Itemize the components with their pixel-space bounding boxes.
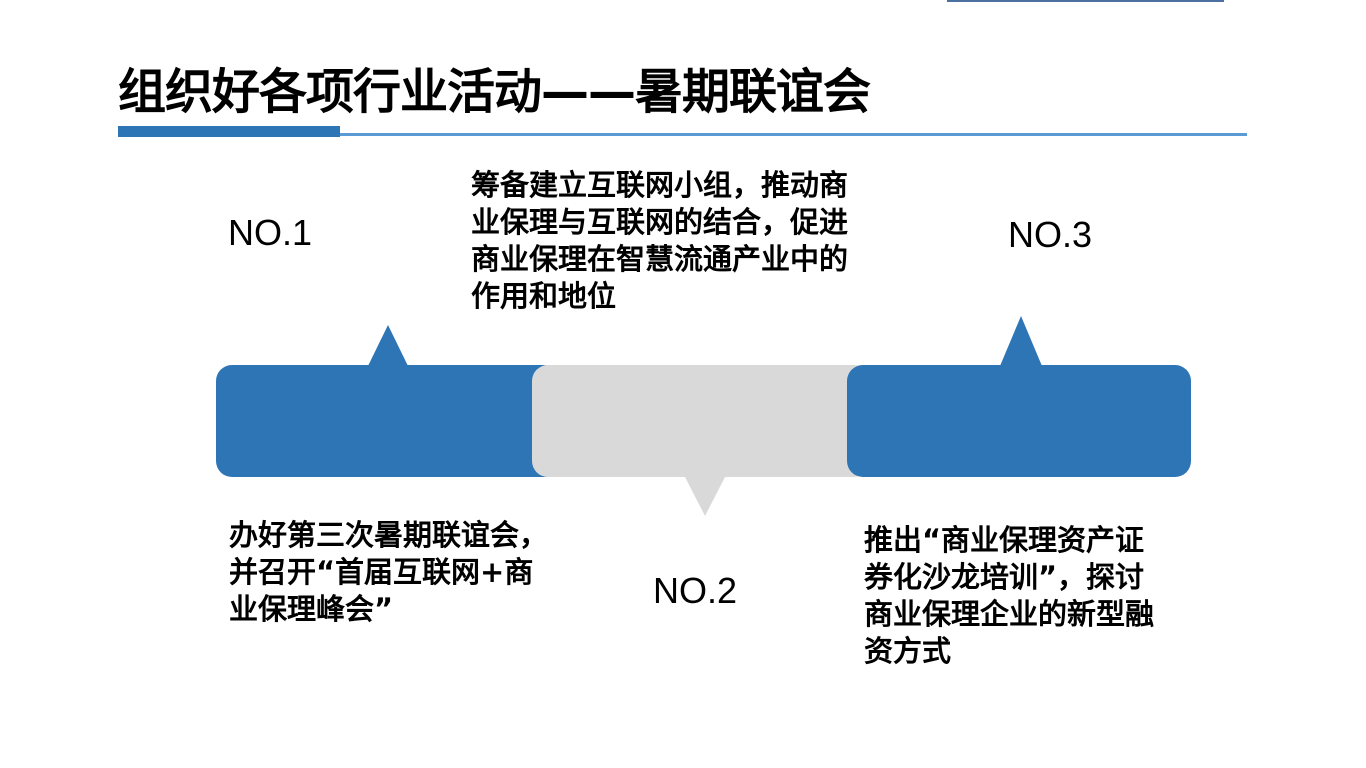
- item-2-text: 筹备建立互联网小组，推动商 业保理与互联网的结合，促进 商业保理在智慧流通产业中…: [471, 168, 849, 313]
- top-accent-line: [947, 0, 1224, 2]
- timeline-segment-3: [847, 365, 1191, 477]
- pointer-up-1: [368, 325, 408, 366]
- item-1-text: 办好第三次暑期联谊会， 并召开“首届互联网+商 业保理峰会”: [229, 518, 549, 626]
- label-no1: NO.1: [228, 212, 313, 253]
- pointer-up-3: [1000, 316, 1042, 366]
- timeline-segment-1: [216, 365, 560, 477]
- label-no3: NO.3: [1008, 214, 1093, 255]
- label-no2: NO.2: [653, 570, 738, 611]
- page-title: 组织好各项行业活动——暑期联谊会: [118, 64, 871, 120]
- title-underline-thick: [118, 126, 340, 137]
- timeline-segment-2: [532, 365, 870, 477]
- item-3-text: 推出“商业保理资产证 券化沙龙培训”，探讨 商业保理企业的新型融 资方式: [864, 523, 1155, 668]
- pointer-down-2: [685, 477, 725, 516]
- title-underline-thin: [340, 133, 1247, 136]
